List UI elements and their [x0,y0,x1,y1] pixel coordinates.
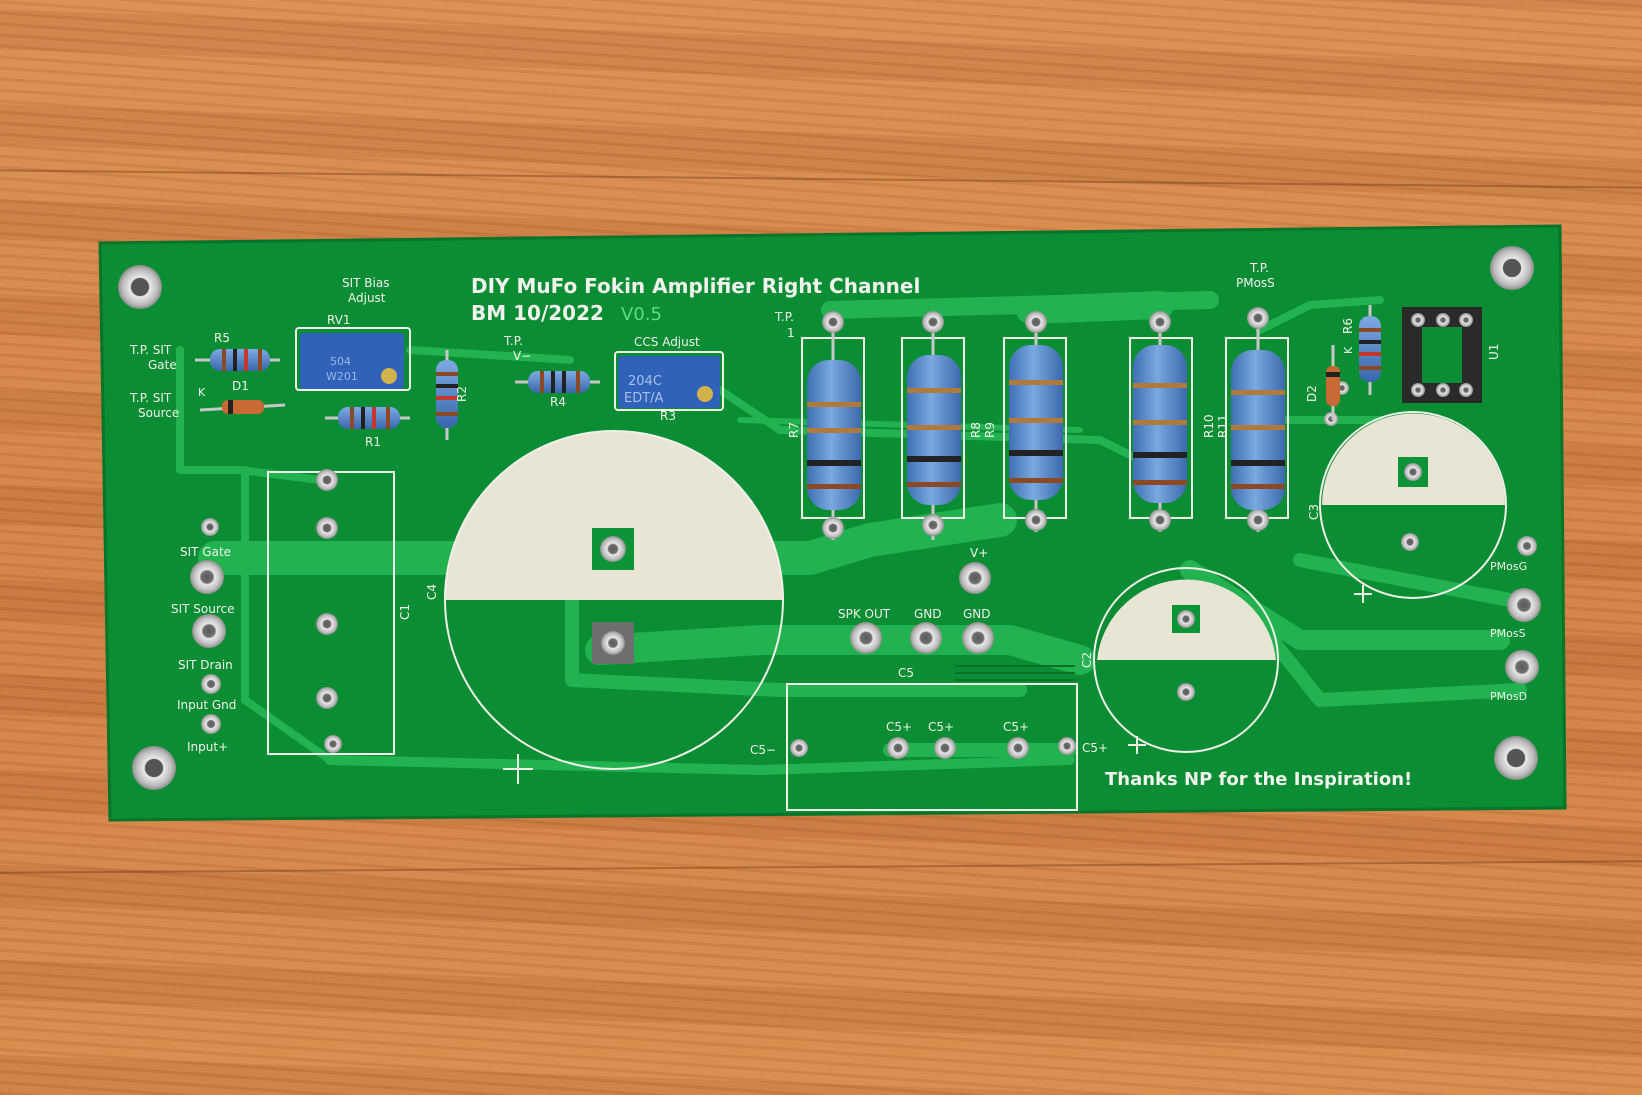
svg-text:Input Gnd: Input Gnd [177,698,236,712]
svg-text:C3: C3 [1307,504,1321,520]
svg-text:R2: R2 [455,386,469,402]
via-field [955,665,1075,681]
svg-text:D2: D2 [1305,385,1319,402]
svg-text:R1: R1 [365,435,381,449]
resistor-r1 [325,407,410,429]
trimpot-rv1: 504 W201 [295,327,411,391]
svg-text:V−: V− [513,349,531,363]
svg-text:T.P.: T.P. [503,334,523,348]
svg-text:K: K [1342,346,1355,354]
resistor-r11 [1225,307,1289,532]
resistor-r10 [1129,311,1193,532]
svg-text:RV1: RV1 [327,313,351,327]
svg-text:T.P.: T.P. [1249,261,1269,275]
svg-text:PMosD: PMosD [1490,690,1527,703]
svg-text:V+: V+ [970,546,988,560]
svg-text:R9: R9 [983,422,997,438]
svg-text:PMosG: PMosG [1490,560,1527,573]
svg-text:C4: C4 [425,584,439,600]
power-resistors [801,307,1289,540]
resistor-r9 [1003,311,1067,532]
svg-text:R10: R10 [1202,414,1216,438]
resistor-r4 [515,371,600,393]
svg-text:GND: GND [914,607,942,621]
solder-pads [190,381,1541,759]
c5-outline [786,683,1078,811]
mounting-hole [118,246,1538,790]
board-title: DIY MuFo Fokin Amplifier Right Channel [471,274,920,298]
svg-text:C1: C1 [398,604,412,620]
svg-text:1: 1 [787,326,795,340]
svg-text:504: 504 [330,355,351,368]
svg-text:SIT Drain: SIT Drain [178,658,233,672]
svg-text:Source: Source [138,406,179,420]
svg-text:T.P. SIT: T.P. SIT [129,343,172,357]
capacitor-c2 [1093,567,1279,754]
svg-text:R5: R5 [214,331,230,345]
svg-text:R7: R7 [787,422,801,438]
svg-text:C5+: C5+ [928,720,954,734]
svg-text:PMosS: PMosS [1490,627,1526,640]
svg-text:Gate: Gate [148,358,177,372]
svg-text:R11: R11 [1216,414,1230,438]
diode-d1 [199,400,286,414]
svg-text:C5−: C5− [750,743,776,757]
copper-traces [176,291,1527,775]
svg-text:C5: C5 [898,666,914,680]
svg-text:R6: R6 [1341,318,1355,334]
svg-text:D1: D1 [232,379,249,393]
svg-text:SIT Gate: SIT Gate [180,545,231,559]
svg-text:R3: R3 [660,409,676,423]
trimpot-r3: 204C EDT/A [614,351,724,411]
ic-socket-u1 [1402,307,1482,403]
svg-text:EDT/A: EDT/A [624,391,664,406]
svg-text:SIT Source: SIT Source [171,602,235,616]
svg-text:U1: U1 [1487,344,1501,360]
svg-text:T.P.: T.P. [774,310,794,324]
svg-text:SPK OUT: SPK OUT [838,607,891,621]
resistor-r5 [195,349,280,371]
svg-text:C5+: C5+ [1003,720,1029,734]
svg-text:204C: 204C [628,374,662,389]
resistor-r8 [901,311,965,540]
svg-text:K: K [198,386,206,399]
svg-text:CCS Adjust: CCS Adjust [634,335,700,349]
board-date: BM 10/2022 [471,301,604,325]
svg-text:Adjust: Adjust [348,291,386,305]
resistor-r7 [801,311,865,540]
svg-text:Input+: Input+ [187,740,228,754]
resistor-r6 [1359,305,1381,395]
capacitor-c4 [444,430,784,784]
svg-text:C5+: C5+ [886,720,912,734]
svg-text:W201: W201 [326,370,358,383]
svg-text:T.P. SIT: T.P. SIT [129,391,172,405]
svg-text:C5+: C5+ [1082,741,1108,755]
svg-text:GND: GND [963,607,991,621]
resistor-r2 [436,350,458,440]
board-thanks: Thanks NP for the Inspiration! [1105,769,1412,790]
svg-text:R8: R8 [969,422,983,438]
board-version: V0.5 [621,304,662,325]
silkscreen-labels: DIY MuFo Fokin Amplifier Right Channel B… [129,261,1527,790]
svg-text:R4: R4 [550,395,566,409]
svg-text:C2: C2 [1080,652,1094,668]
capacitor-c3 [1319,411,1507,603]
diode-d2 [1326,345,1340,420]
small-resistors [195,305,1381,440]
svg-text:SIT Bias: SIT Bias [342,276,389,290]
svg-text:PMosS: PMosS [1236,276,1275,290]
